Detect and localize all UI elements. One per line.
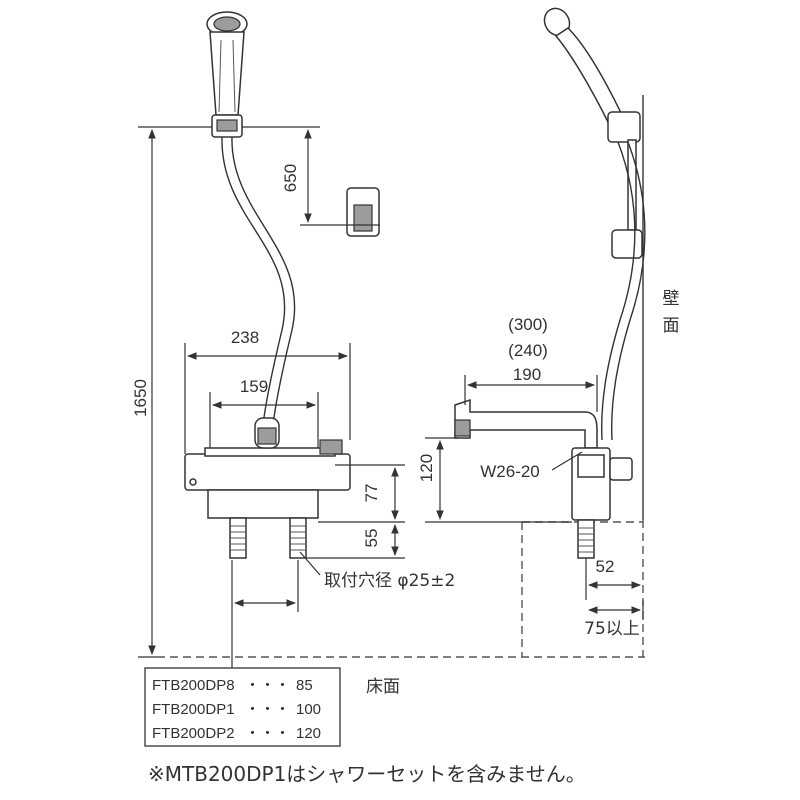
- label-floor: 床面: [366, 677, 400, 697]
- model-name: FTB200DP1: [152, 701, 235, 718]
- dim-52: [585, 558, 641, 600]
- shower-head-front: [206, 11, 248, 116]
- label-hole-group: 取付穴径 φ25±2: [324, 571, 455, 591]
- mounting-legs: [229, 517, 307, 559]
- spout-side: [454, 398, 598, 449]
- label-240: (240): [508, 341, 548, 360]
- dim-75: [588, 600, 644, 620]
- label-120: 120: [417, 454, 436, 482]
- label-238: 238: [231, 328, 259, 347]
- dim-hole-spacing: [231, 560, 299, 668]
- model-dots: ・・・: [245, 677, 290, 694]
- thread-leader: [551, 451, 583, 471]
- wall-holder-bracket: [346, 187, 380, 237]
- shower-hose-left: [221, 136, 296, 441]
- shower-hose-right: [601, 141, 646, 441]
- label-77: 77: [362, 484, 381, 503]
- model-row: FTB200DP1 ・・・ 100: [152, 701, 321, 718]
- label-75-min: 75以上: [584, 619, 640, 639]
- label-hole-value: φ25±2: [397, 571, 455, 591]
- slide-bar: [607, 111, 643, 259]
- model-value: 120: [296, 725, 321, 742]
- dim-120: [425, 437, 572, 523]
- model-name: FTB200DP8: [152, 677, 235, 694]
- model-dots: ・・・: [245, 725, 290, 742]
- label-52: 52: [596, 557, 615, 576]
- model-value: 100: [296, 701, 321, 718]
- model-row: FTB200DP2 ・・・ 120: [152, 725, 321, 742]
- label-159: 159: [240, 377, 268, 396]
- footnote: ※MTB200DP1はシャワーセットを含みません。: [148, 762, 586, 786]
- shower-holder-top: [211, 114, 243, 138]
- model-dots: ・・・: [245, 701, 290, 718]
- dim-159: [209, 392, 319, 448]
- label-55: 55: [362, 529, 381, 548]
- hole-leader: [299, 551, 321, 576]
- model-name: FTB200DP2: [152, 725, 235, 742]
- model-table: FTB200DP8 ・・・ 85 FTB200DP1 ・・・ 100 FTB20…: [144, 667, 341, 747]
- dim-55: [306, 524, 405, 559]
- dim-238: [184, 343, 351, 454]
- label-1650: 1650: [131, 379, 150, 417]
- dim-77: [318, 464, 405, 523]
- model-row: FTB200DP8 ・・・ 85: [152, 677, 313, 694]
- label-300: (300): [508, 315, 548, 334]
- dim-650: [242, 126, 380, 226]
- label-wall-2: 面: [663, 316, 680, 336]
- label-hole: 取付穴径: [324, 571, 392, 591]
- shower-head-side: [543, 7, 623, 124]
- label-thread: W26-20: [480, 462, 540, 481]
- model-value: 85: [296, 677, 313, 694]
- faucet-body-side: [571, 447, 633, 559]
- dim-190: [464, 375, 598, 412]
- faucet-body-front: [184, 417, 351, 519]
- dim-1650: [138, 126, 212, 658]
- label-wall-1: 壁: [663, 289, 680, 309]
- label-190: 190: [513, 365, 541, 384]
- label-650: 650: [281, 164, 300, 192]
